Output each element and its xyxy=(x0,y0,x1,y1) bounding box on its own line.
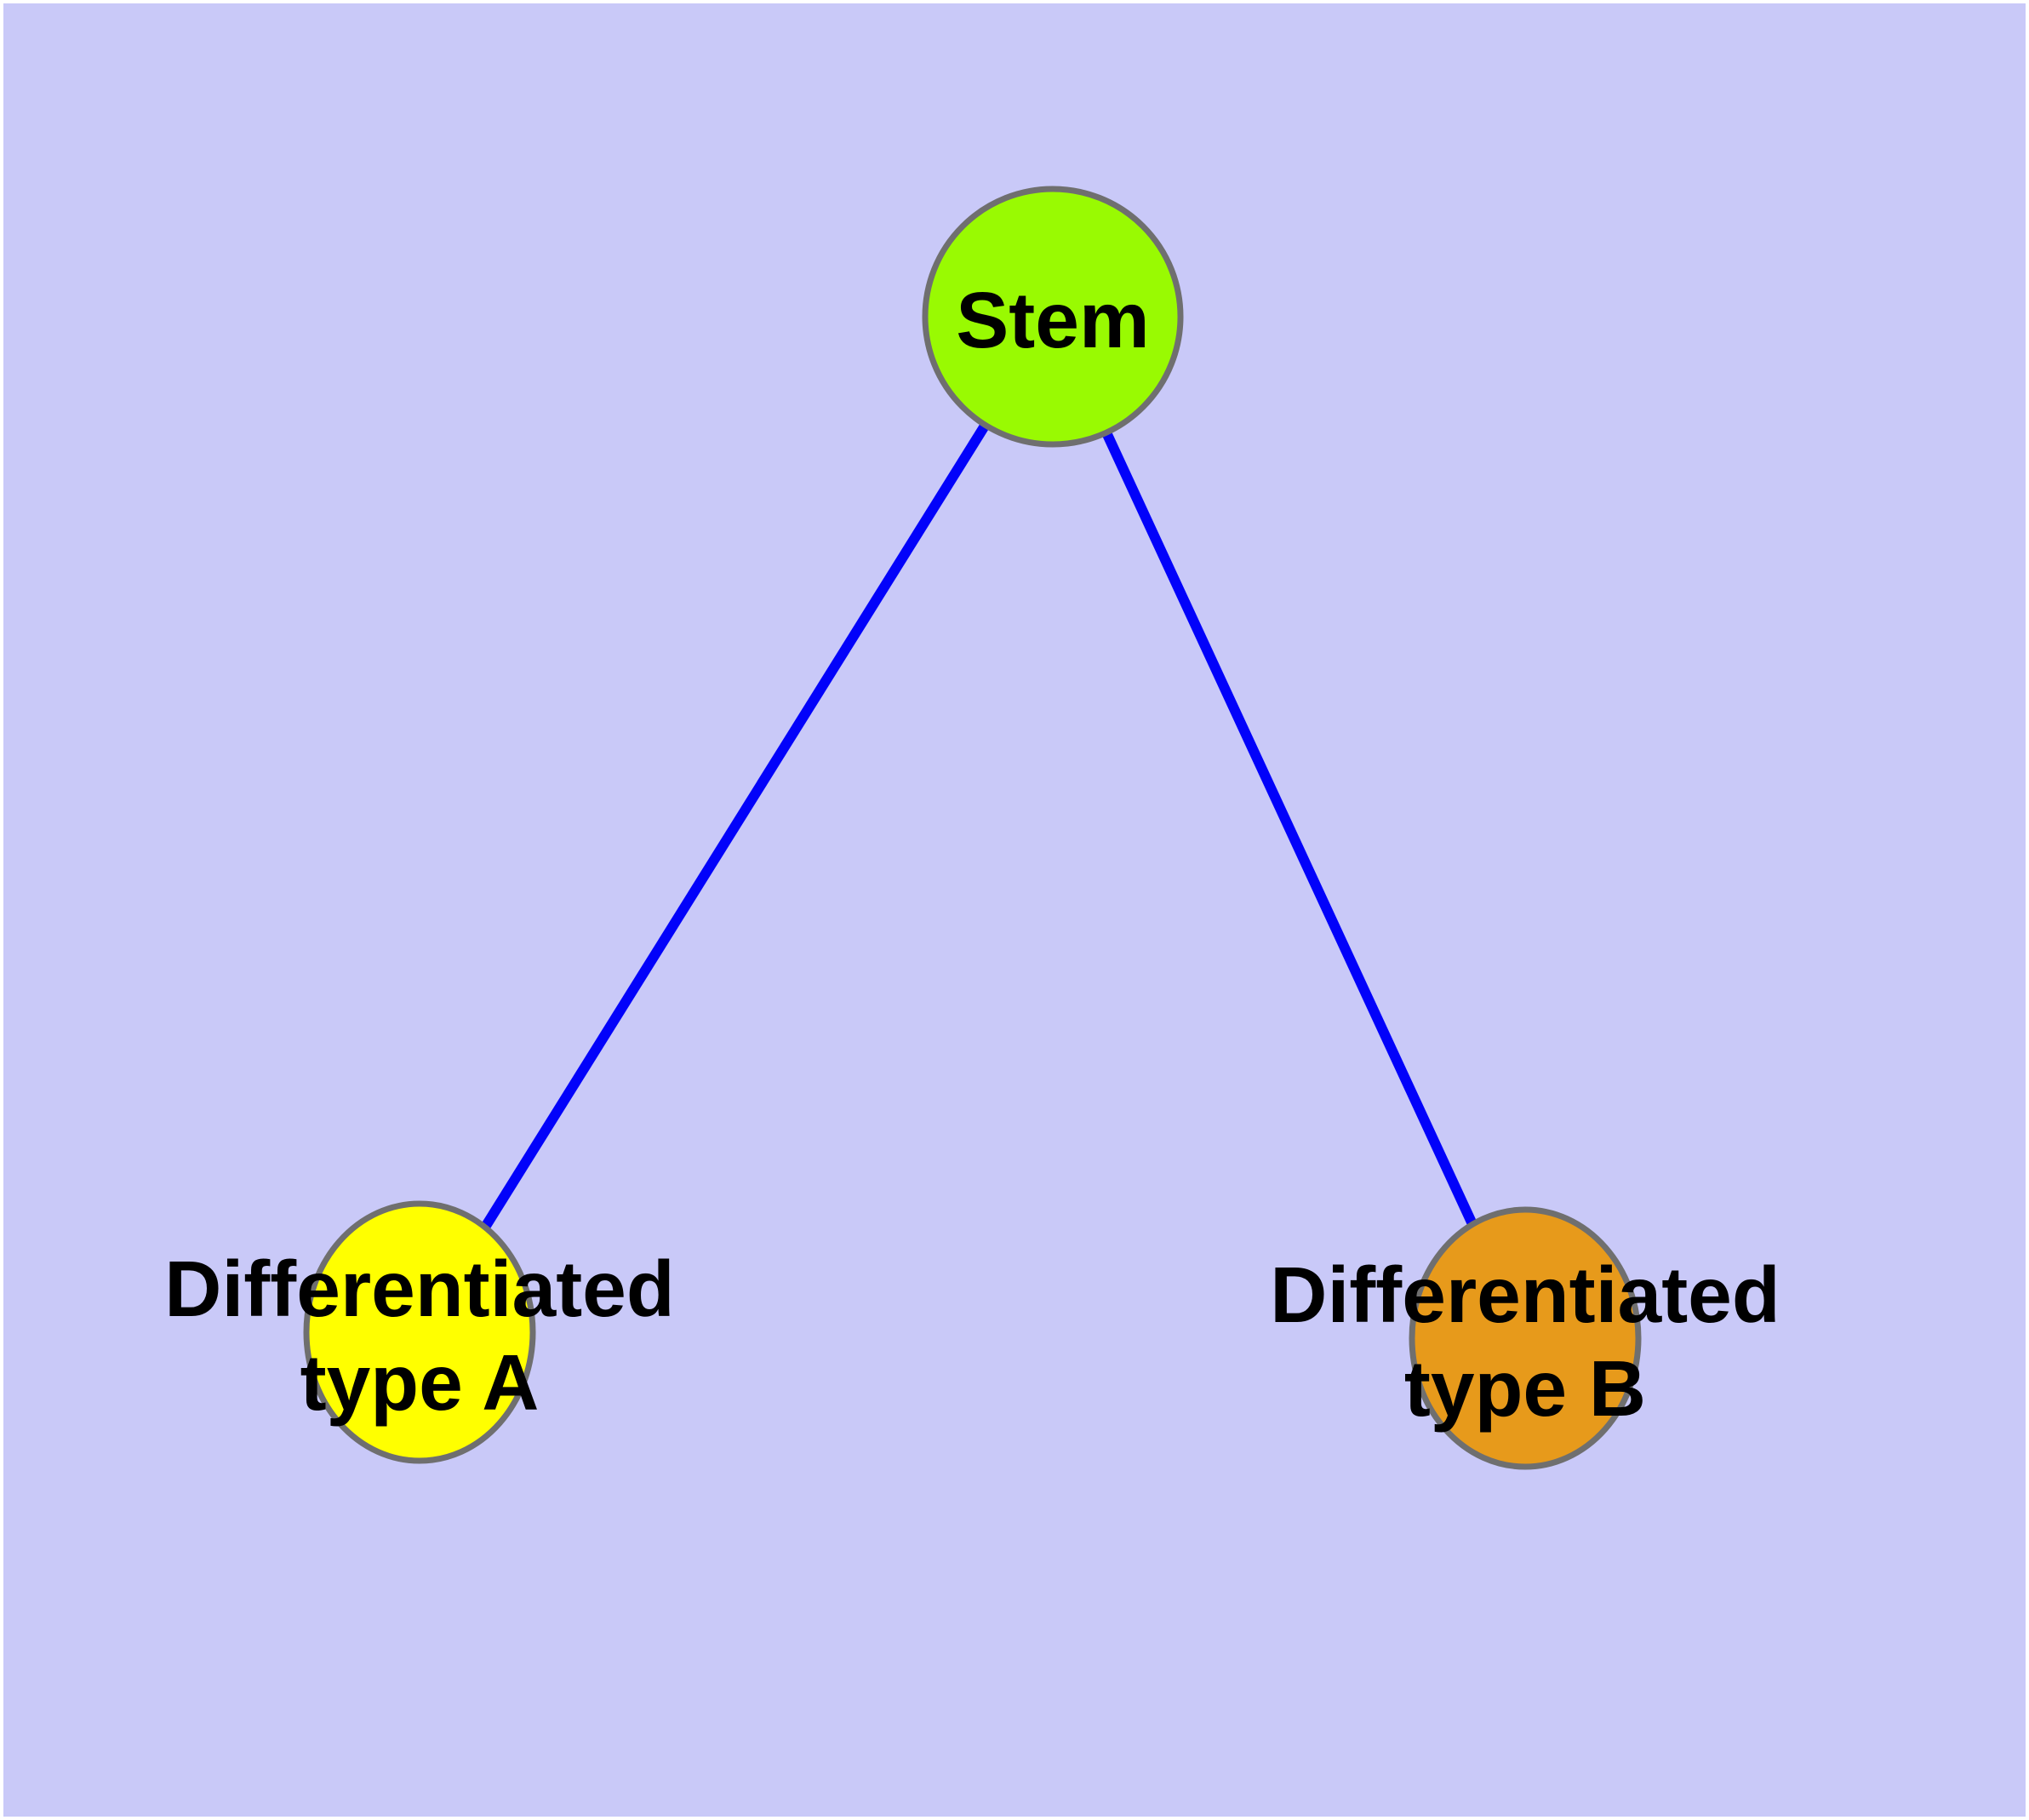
node-stem xyxy=(922,186,1184,448)
edge-stem-to-type-b xyxy=(1048,314,1530,1341)
node-label-line: Stem xyxy=(956,276,1149,364)
nodes-layer xyxy=(303,186,1642,1470)
node-label-line: Differentiated xyxy=(1270,1251,1780,1339)
edges-layer xyxy=(414,313,1530,1341)
node-type-b xyxy=(1409,1206,1642,1470)
node-label-line: type A xyxy=(300,1338,540,1427)
node-type-a xyxy=(303,1200,536,1464)
node-label-line: Differentiated xyxy=(164,1245,674,1333)
edge-stem-to-type-a xyxy=(414,313,1058,1336)
node-label-line: type B xyxy=(1404,1344,1646,1433)
node-label-stem: Stem xyxy=(956,276,1149,364)
